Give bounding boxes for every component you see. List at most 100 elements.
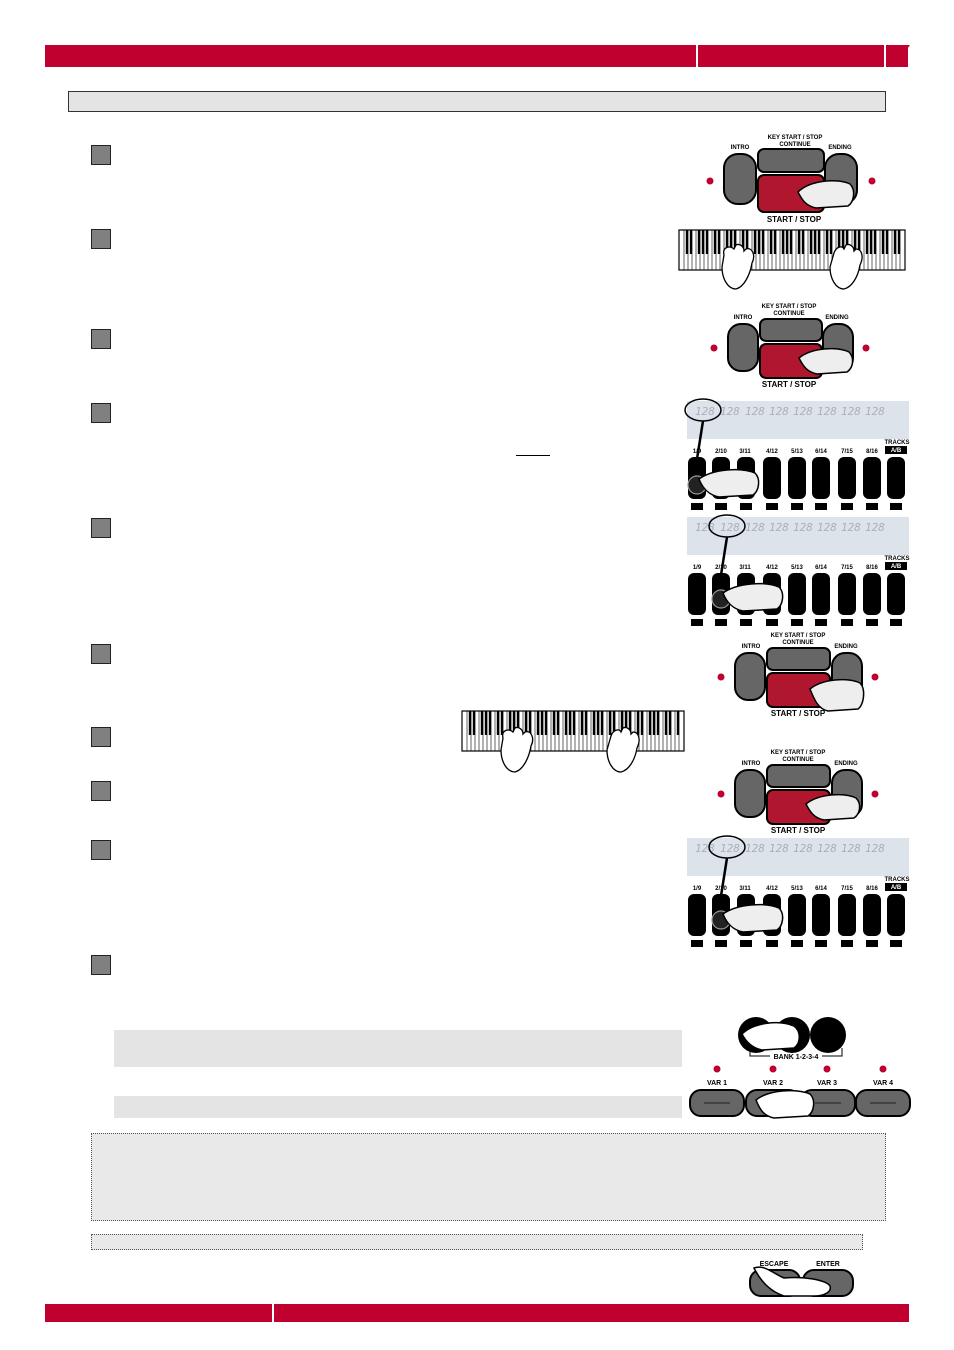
lcd-values: 128 128 128 128 128 128 128 128 [695, 842, 885, 855]
track-button-8[interactable] [863, 457, 881, 499]
right-hand-icon [829, 243, 863, 290]
track-button-4[interactable] [763, 457, 781, 499]
lcd-value: 128 [817, 405, 837, 418]
track-button-1[interactable] [688, 894, 706, 936]
lcd-value: 128 [769, 405, 789, 418]
track-button-6[interactable] [812, 894, 830, 936]
track-button-6[interactable] [812, 457, 830, 499]
track-button-6[interactable] [812, 573, 830, 615]
track-labels: 1/9 2/10 3/11 4/12 5/13 6/14 7/15 8/16 [693, 449, 879, 455]
ending-led [871, 790, 879, 798]
intro-led [717, 673, 725, 681]
track-button-1[interactable] [688, 573, 706, 615]
track-label: 1/9 [693, 565, 702, 571]
ending-label: ENDING [834, 761, 858, 767]
lcd-value: 128 [720, 842, 740, 855]
key-start-stop-button[interactable] [759, 318, 823, 342]
var-led-3 [823, 1065, 831, 1073]
intro-button[interactable] [723, 153, 757, 205]
dotted-tip-bar [91, 1234, 863, 1250]
key-start-stop-button[interactable] [766, 647, 831, 671]
lcd-value: 128 [793, 405, 813, 418]
bank-variation-panel: BANK 1-2-3-4 VAR 1 VAR 2 VAR 3 VAR 4 [689, 1017, 911, 1119]
ending-led [868, 177, 876, 185]
step-marker-10 [91, 955, 111, 975]
ab-label: A/B [891, 564, 902, 570]
step-marker-9 [91, 840, 111, 860]
lcd-value: 128 [745, 405, 765, 418]
lcd-value: 128 [817, 842, 837, 855]
tracks-label: TRACKS [885, 440, 910, 446]
track-label: 2/10 [715, 449, 727, 455]
track-label: 3/11 [739, 886, 751, 892]
fkey-row [691, 940, 902, 947]
intro-button[interactable] [734, 652, 766, 701]
hand-icon [722, 903, 784, 933]
var-label-3: VAR 3 [817, 1080, 837, 1087]
header-divider [696, 45, 698, 67]
track-button-8[interactable] [863, 894, 881, 936]
track-label: 3/11 [739, 449, 751, 455]
ending-label: ENDING [828, 145, 852, 151]
track-button-5[interactable] [788, 457, 806, 499]
track-button-ab[interactable] [887, 573, 905, 615]
intro-label: INTRO [742, 644, 761, 650]
ab-label-bg [885, 562, 907, 570]
track-button-ab[interactable] [887, 894, 905, 936]
lcd-value: 128 [865, 521, 885, 534]
keyboard-keys [683, 230, 901, 270]
track-button-5[interactable] [788, 573, 806, 615]
lcd-value: 128 [720, 521, 740, 534]
lcd-value: 128 [769, 521, 789, 534]
key-start-stop-label: KEY START / STOP [771, 750, 826, 756]
intro-led [710, 344, 718, 352]
intro-button[interactable] [734, 769, 766, 818]
intro-button[interactable] [727, 323, 759, 372]
track-button-ab[interactable] [887, 457, 905, 499]
note-box-2 [114, 1096, 682, 1118]
var-led-2 [769, 1065, 777, 1073]
track-button-5[interactable] [788, 894, 806, 936]
track-label: 8/16 [866, 449, 878, 455]
continue-label: CONTINUE [773, 311, 804, 317]
tracks-panel-3: 128 128 128 128 128 128 128 128 TRACKS A… [687, 835, 910, 947]
hand-icon [805, 793, 861, 821]
step-marker-7 [91, 727, 111, 747]
track-button-7[interactable] [838, 573, 856, 615]
key-start-stop-label: KEY START / STOP [768, 135, 823, 141]
tracks-panel-1: 128 128 128 128 128 128 128 128 TRACKS A… [684, 398, 910, 510]
header-bar [45, 45, 908, 67]
lcd-value: 128 [745, 842, 765, 855]
ending-led [862, 344, 870, 352]
track-label: 6/14 [815, 449, 827, 455]
key-start-stop-button[interactable] [757, 148, 825, 173]
lcd-strip [687, 401, 909, 439]
lcd-value: 128 [695, 405, 715, 418]
track-button-7[interactable] [838, 457, 856, 499]
step-marker-2 [91, 229, 111, 249]
continue-label: CONTINUE [782, 640, 813, 646]
track-button-7[interactable] [838, 894, 856, 936]
bank-button-3[interactable] [810, 1017, 846, 1053]
track-label: 1/9 [693, 886, 702, 892]
ab-label-bg [885, 883, 907, 891]
track-label: 8/16 [866, 886, 878, 892]
arrow [719, 857, 729, 897]
var-led-1 [713, 1065, 721, 1073]
start-stop-panel-2: KEY START / STOP CONTINUE INTRO ENDING S… [710, 304, 870, 389]
lcd-values: 128 128 128 128 128 128 128 128 [695, 521, 885, 534]
track-label: 1/9 [693, 449, 702, 455]
step-marker-3 [91, 329, 111, 349]
key-start-stop-button[interactable] [766, 764, 831, 788]
track-label: 5/13 [791, 565, 803, 571]
ab-label: A/B [891, 448, 902, 454]
intro-label: INTRO [742, 761, 761, 767]
left-hand-icon [500, 726, 534, 773]
continue-label: CONTINUE [782, 757, 813, 763]
track-button-8[interactable] [863, 573, 881, 615]
start-stop-panel-1: KEY START / STOP CONTINUE INTRO ENDING S… [706, 135, 876, 224]
step-marker-5 [91, 518, 111, 538]
step-marker-6 [91, 644, 111, 664]
key-start-stop-label: KEY START / STOP [771, 633, 826, 639]
arrow [695, 420, 705, 460]
